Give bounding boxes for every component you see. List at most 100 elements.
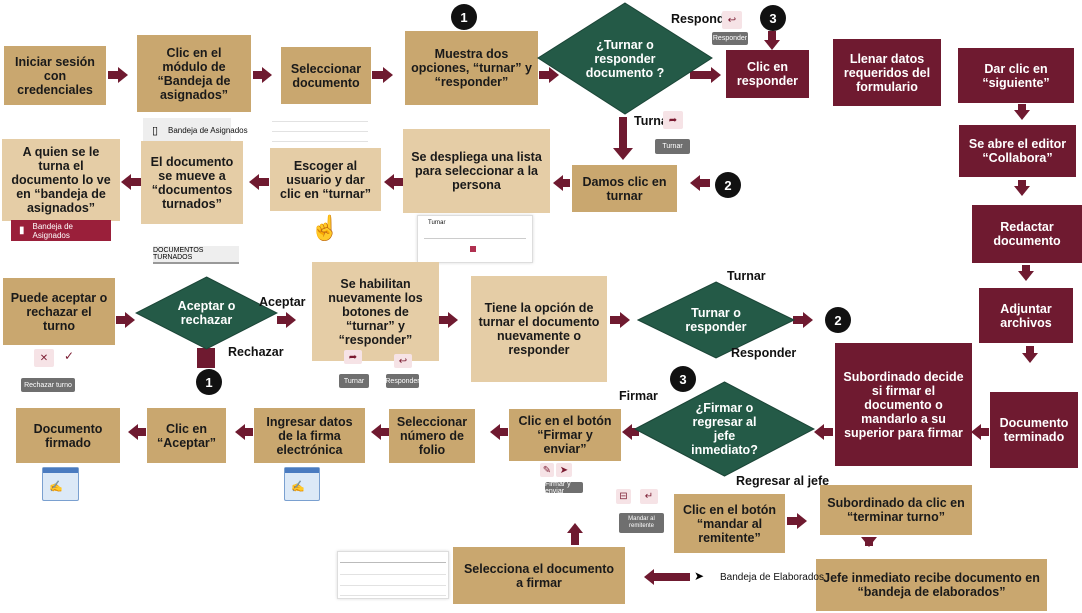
- step-tiene-opcion: Tiene la opción de turnar el documento n…: [471, 276, 607, 382]
- table-snippet-bottom: [337, 551, 449, 599]
- decision-turnar-responder-text: ¿Turnar o responder documento ?: [537, 2, 713, 115]
- step-escoger-usuario: Escoger al usuario y dar clic en “turnar…: [270, 148, 381, 211]
- decision-aceptar-rechazar: [135, 276, 278, 350]
- send-icon: ➤: [556, 463, 572, 477]
- step-label: Adjuntar archivos: [1000, 301, 1052, 330]
- form-icon: [470, 246, 476, 252]
- turnar-button-snippet: Turnar: [655, 139, 690, 154]
- turnar-form-snippet: Turnar: [417, 215, 533, 263]
- signature-mark-icon: ✍: [49, 481, 63, 493]
- step-clic-mandar-remitente: Clic en el botón “mandar al remitente”: [674, 494, 785, 553]
- step-label: Documento terminado: [999, 416, 1069, 444]
- step-label: Iniciar sesión con credenciales: [15, 54, 95, 97]
- rechazar-turno-snippet: Rechazar turno: [21, 378, 75, 392]
- arrow-right-icon: ➤: [694, 569, 705, 583]
- step-selecciona-documento-firmar: Selecciona el documento a firmar: [453, 547, 625, 604]
- decision-label: Aceptar o rechazar: [177, 299, 236, 327]
- step-subordinado-decide: Subordinado decide si firmar el document…: [835, 343, 972, 466]
- step-label: Clic en el módulo de “Bandeja de asignad…: [157, 45, 231, 102]
- badge-2-row2: 2: [715, 172, 741, 198]
- step-label: Damos clic en turnar: [582, 174, 667, 203]
- table-snippet: [270, 111, 370, 143]
- reply-icon: ↩: [394, 354, 412, 368]
- badge-1-top: 1: [451, 4, 477, 30]
- step-muestra-opciones: Muestra dos opciones, “turnar” y “respon…: [405, 31, 538, 105]
- step-label: Clic en el botón “Firmar y enviar”: [518, 414, 612, 456]
- decision-aceptar-rechazar-text: Aceptar o rechazar: [135, 276, 278, 350]
- turnar-icon-snippet: ➦: [663, 111, 683, 129]
- step-despliega-lista: Se despliega una lista para seleccionar …: [403, 129, 550, 213]
- touch-hand-icon: ☝: [310, 215, 340, 242]
- phone-icon: ▯: [152, 125, 159, 137]
- step-label: Redactar documento: [993, 220, 1061, 248]
- step-label: Subordinado da clic en “terminar turno”: [827, 496, 965, 524]
- step-adjuntar: Adjuntar archivos: [979, 288, 1073, 343]
- step-label: Clic en el botón “mandar al remitente”: [682, 502, 777, 545]
- bandeja-elaborados-snippet: Bandeja de Elaborados: [720, 572, 824, 583]
- badge-1-row3: 1: [196, 369, 222, 395]
- label-rechazar: Rechazar: [228, 345, 284, 359]
- step-label: Tiene la opción de turnar el documento n…: [478, 301, 600, 357]
- step-label: Clic en responder: [736, 60, 799, 88]
- step-habilitan-botones: Se habilitan nuevamente los botones de “…: [312, 262, 439, 361]
- label-regresar-jefe: Regresar al jefe: [736, 474, 830, 488]
- step-documento-mueve: El documento se mueve a “documentos turn…: [141, 141, 243, 224]
- label-turnar-2: Turnar: [727, 269, 766, 283]
- step-dar-siguiente: Dar clic en “siguiente”: [958, 48, 1074, 103]
- step-clic-firmar-enviar: Clic en el botón “Firmar y enviar”: [509, 409, 621, 461]
- step-label: Subordinado decide si firmar el document…: [843, 369, 964, 440]
- documentos-turnados-snippet: DOCUMENTOS TURNADOS: [153, 246, 239, 264]
- step-quien-turna: A quien se le turna el documento lo ve e…: [2, 139, 120, 221]
- step-ingresar-firma: Ingresar datos de la firma electrónica: [254, 408, 365, 463]
- step-label: A quien se le turna el documento lo ve e…: [11, 145, 111, 215]
- decision-turnar-responder-2: [637, 281, 795, 359]
- decision-turnar-responder-2-text: Turnar o responder: [637, 281, 795, 359]
- step-label: Seleccionar documento: [290, 61, 362, 90]
- phone-icon: ▮: [19, 225, 25, 236]
- stamp-icon: ⊟: [616, 489, 631, 504]
- bandeja-asignados-maroon-snippet: ▮ Bandeja de Asignados: [11, 220, 111, 241]
- firmar-enviar-snippet: Firmar y enviar: [545, 481, 583, 495]
- step-documento-terminado: Documento terminado: [990, 392, 1078, 468]
- signed-document-icon: ✍: [42, 467, 79, 501]
- step-label: Escoger al usuario y dar clic en “turnar…: [280, 158, 371, 201]
- responder-button-snippet-2: Responder: [385, 374, 420, 388]
- step-seleccionar-documento: Seleccionar documento: [281, 47, 371, 104]
- close-icon: ✕: [34, 349, 54, 367]
- turnar-button-snippet-2: Turnar: [339, 374, 369, 388]
- step-damos-clic-turnar: Damos clic en turnar: [572, 165, 677, 212]
- decision-label: ¿Turnar o responder documento ?: [585, 37, 665, 80]
- step-puede-aceptar: Puede aceptar o rechazar el turno: [3, 278, 115, 345]
- signature-icon: ✎: [540, 463, 554, 477]
- reply-icon-snippet: ↩: [722, 11, 742, 29]
- step-redactar: Redactar documento: [972, 205, 1082, 263]
- form-title: Turnar: [428, 220, 446, 226]
- step-editor-collabora: Se abre el editor “Collabora”: [959, 125, 1076, 177]
- step-label: Se abre el editor “Collabora”: [968, 137, 1067, 165]
- return-icon: ↵: [640, 489, 658, 504]
- step-label: Documento firmado: [33, 421, 103, 450]
- decision-firmar-regresar: [634, 381, 815, 477]
- decision-turnar-responder: [537, 2, 713, 115]
- step-subordinado-terminar: Subordinado da clic en “terminar turno”: [820, 485, 972, 535]
- step-seleccionar-folio: Seleccionar número de folio: [389, 409, 475, 463]
- signature-mark-icon: ✍: [291, 481, 305, 493]
- step-documento-firmado: Documento firmado: [16, 408, 120, 463]
- step-label: Dar clic en “siguiente”: [982, 61, 1050, 90]
- step-label: El documento se mueve a “documentos turn…: [150, 154, 234, 211]
- responder-button-snippet: Responder: [712, 32, 748, 45]
- snippet-text: Bandeja de Asignados: [32, 221, 73, 240]
- step-label: Jefe inmediato recibe documento en “band…: [823, 571, 1040, 599]
- step-label: Muestra dos opciones, “turnar” y “respon…: [411, 47, 532, 89]
- step-label: Se despliega una lista para seleccionar …: [411, 150, 542, 192]
- step-clic-aceptar: Clic en “Aceptar”: [147, 408, 226, 463]
- badge-2-row3: 2: [825, 307, 851, 333]
- label-responder-2: Responder: [731, 346, 797, 360]
- step-label: Clic en “Aceptar”: [156, 421, 217, 450]
- label-firmar: Firmar: [619, 389, 658, 403]
- step-label: Se habilitan nuevamente los botones de “…: [328, 276, 423, 347]
- decision-firmar-regresar-text: ¿Firmar o regresar al jefe inmediato?: [634, 381, 815, 477]
- turnar-icon: ➦: [344, 350, 362, 364]
- step-clic-responder: Clic en responder: [726, 50, 809, 98]
- step-clic-modulo: Clic en el módulo de “Bandeja de asignad…: [137, 35, 251, 112]
